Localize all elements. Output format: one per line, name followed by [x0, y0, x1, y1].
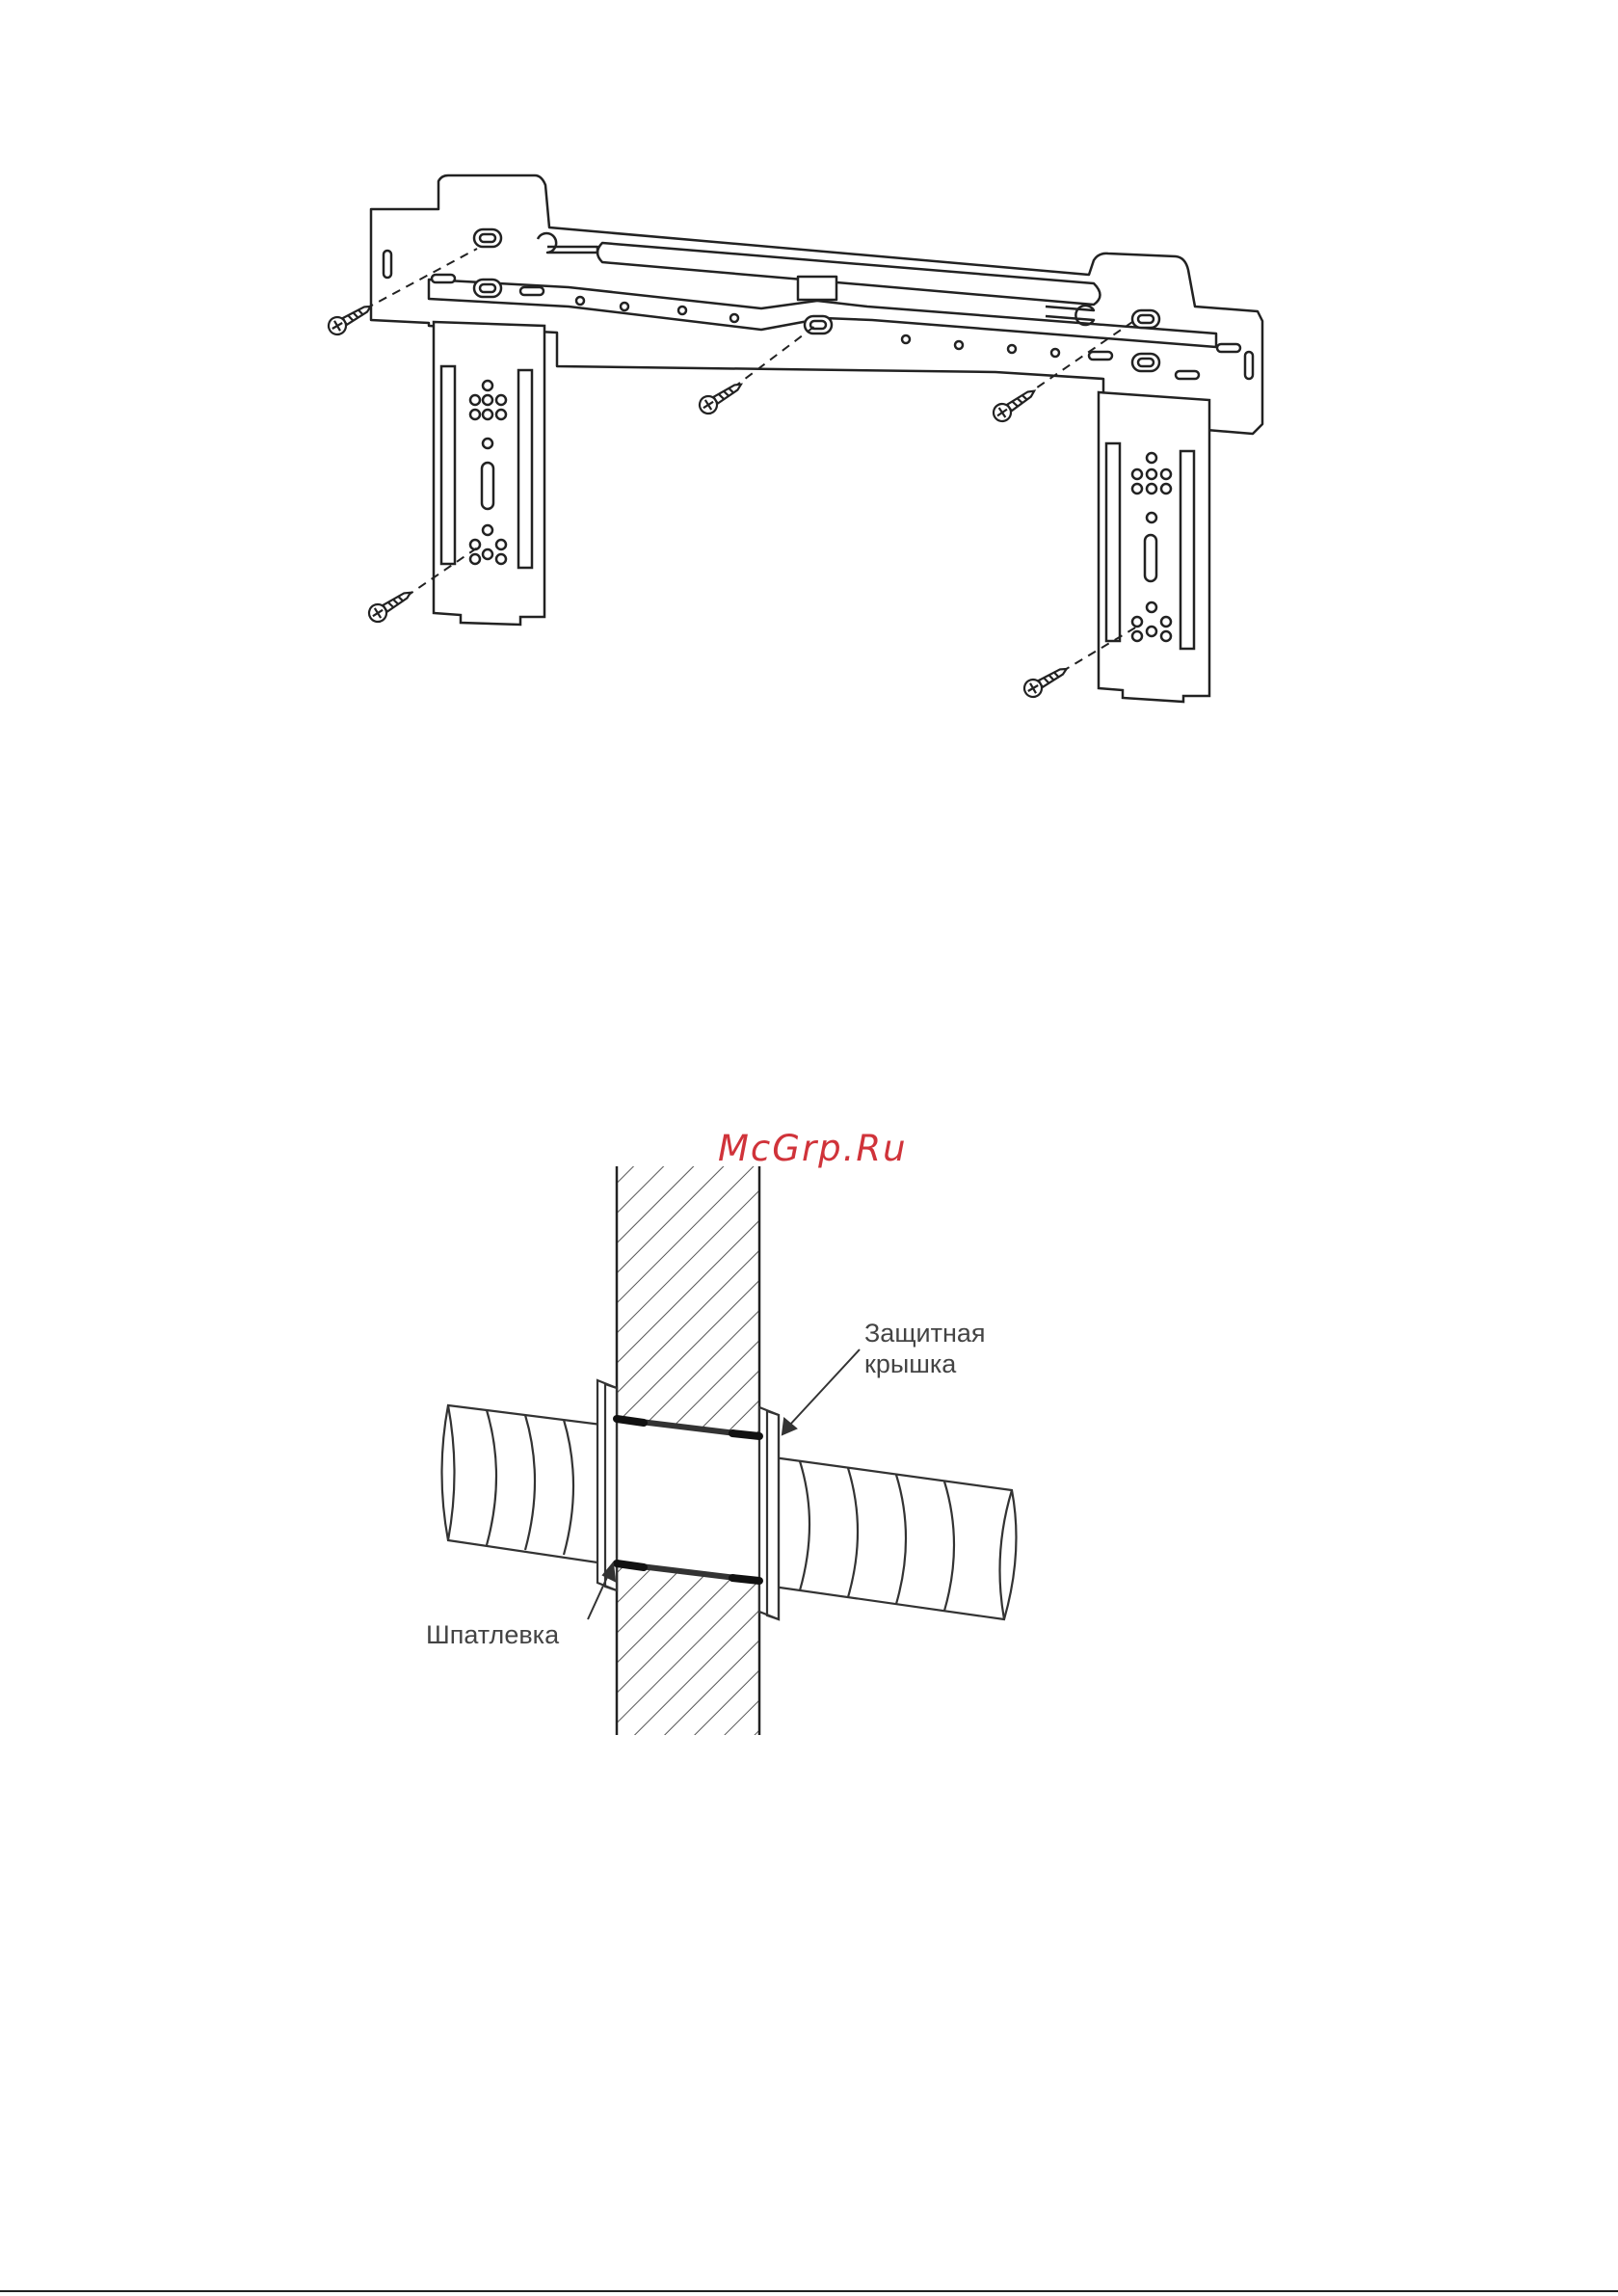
plate-slot-small — [432, 275, 455, 282]
plate-slot-small — [1217, 344, 1240, 352]
plate-hole — [480, 284, 495, 292]
screw-icon — [326, 299, 375, 337]
plate-window — [798, 277, 836, 300]
plate-hole — [1138, 359, 1154, 366]
watermark-text: McGrp.Ru — [718, 1128, 908, 1169]
right-vertical-bracket — [1099, 392, 1209, 702]
screw-icon — [991, 384, 1040, 424]
protective-cap-label-line1: Защитная — [864, 1318, 986, 1348]
wall-sleeve — [617, 1419, 759, 1581]
page-bottom-rule — [0, 2290, 1618, 2292]
pipe-left — [442, 1405, 618, 1565]
plate-hole — [1138, 315, 1154, 323]
plate-slot-small — [1089, 352, 1112, 360]
plate-slot-small — [1176, 371, 1199, 379]
putty-label: Шпатлевка — [426, 1619, 559, 1650]
protective-cap-label: Защитная крышка — [864, 1318, 986, 1379]
mounting-plate-diagram — [0, 0, 1618, 733]
screw-icon — [1021, 661, 1071, 700]
protective-cap-label-line2: крышка — [864, 1348, 986, 1379]
left-vertical-bracket — [434, 322, 544, 625]
plate-slot-small — [384, 251, 391, 278]
wall-pass-through-diagram — [0, 1137, 1618, 1754]
plate-hole — [480, 234, 495, 242]
plate-slot-small — [520, 287, 544, 295]
screw-icon — [366, 585, 415, 625]
pipe-right — [759, 1455, 1017, 1619]
plate-slot-small — [1245, 352, 1253, 379]
